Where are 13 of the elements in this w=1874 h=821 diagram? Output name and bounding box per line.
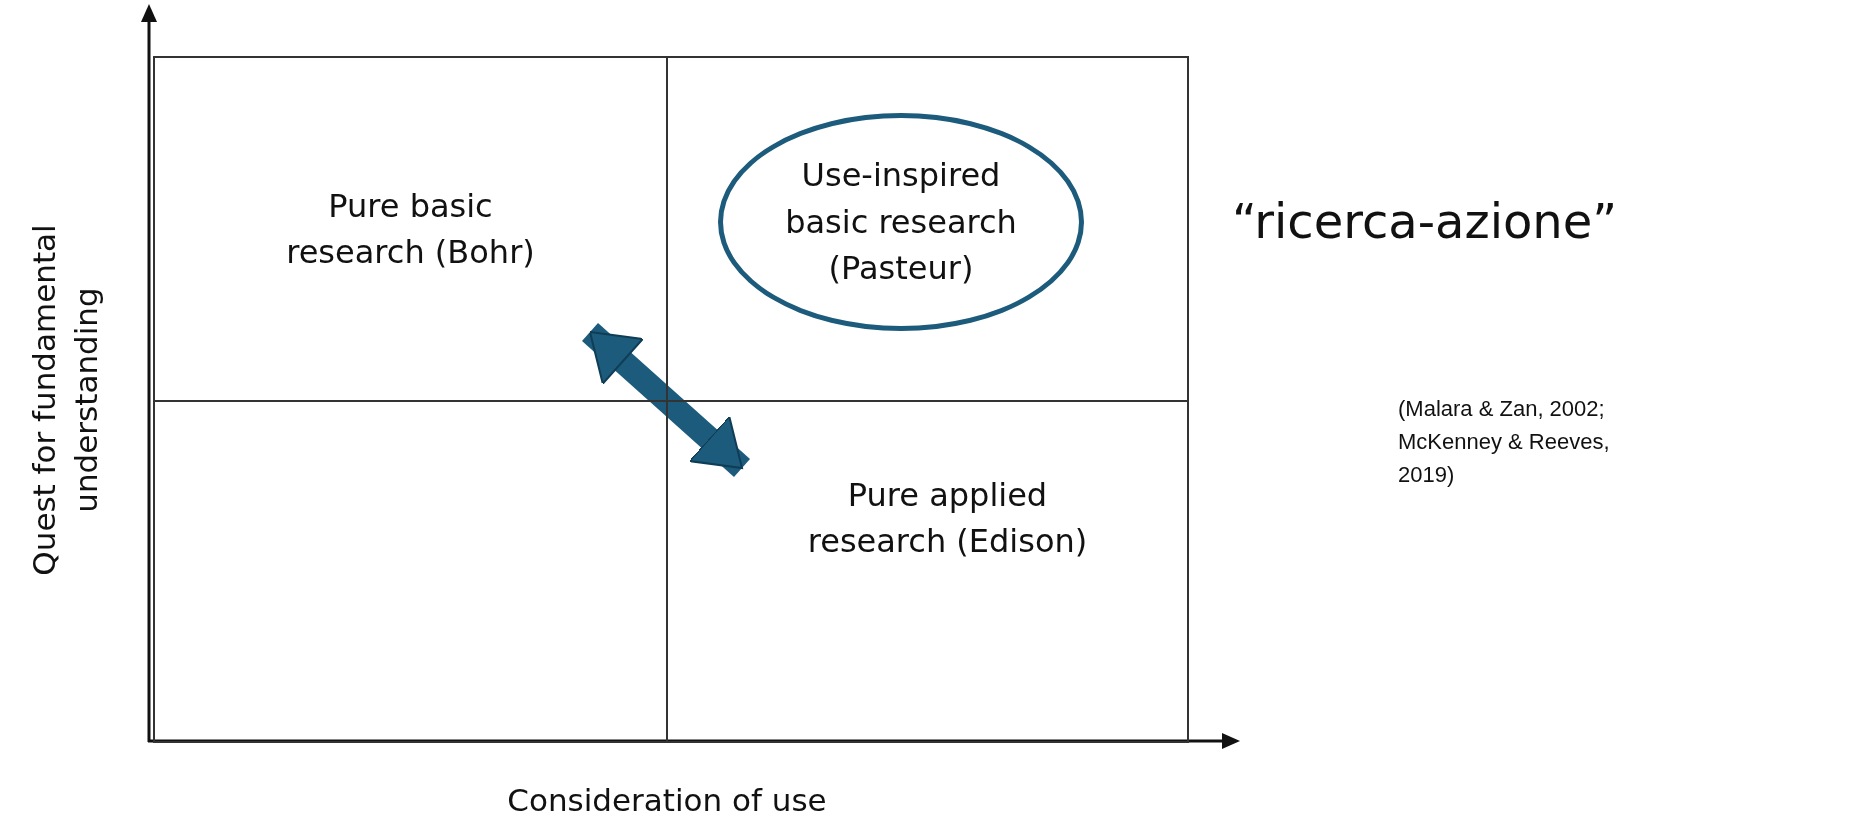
quadrant-label: Use-inspired basic research (Pasteur) <box>784 155 1018 290</box>
quote-text: “ricerca-azione” <box>1232 193 1618 249</box>
highlight-ellipse <box>718 113 1084 331</box>
axis-title: Consideration of use <box>507 782 827 818</box>
citation-text: (Malara & Zan, 2002; McKenney & Reeves, 2019) <box>1398 395 1611 489</box>
quadrant-label: Pure applied research (Edison) <box>806 475 1089 563</box>
axis-title: Quest for fundamental understanding <box>25 223 105 578</box>
quadrant-cell <box>666 56 1189 402</box>
quadrant-cell <box>666 400 1189 743</box>
quadrant-label: Pure basic research (Bohr) <box>285 185 536 273</box>
quadrant-cell <box>153 400 668 743</box>
double-arrow <box>582 323 750 477</box>
quadrant-cell <box>153 56 668 402</box>
